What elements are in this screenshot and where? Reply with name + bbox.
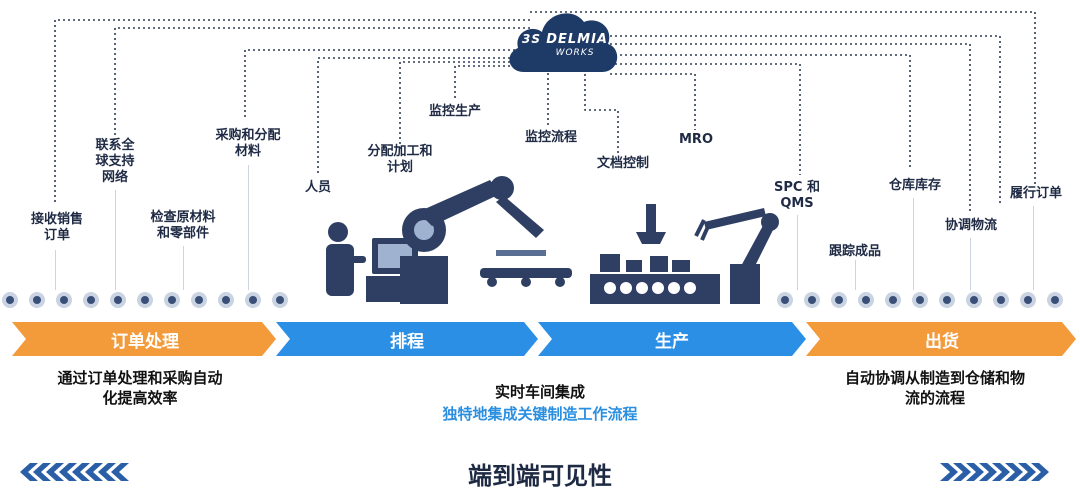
chevrons-left-icon	[20, 463, 129, 481]
cloud-brand: 3S DELMIA	[522, 32, 608, 47]
stage-production: 生产	[655, 331, 689, 352]
label-monitor-process: 监控流程	[524, 130, 577, 145]
label-fulfill-order: 履行订单	[1009, 186, 1062, 201]
chevrons-right-icon	[940, 463, 1049, 481]
guide-line	[248, 165, 249, 290]
description-left: 通过订单处理和采购自动 化提高效率	[57, 369, 223, 407]
description-center-bottom: 独特地集成关键制造工作流程	[442, 405, 638, 423]
guide-line	[55, 250, 56, 290]
stage-order-processing: 订单处理	[111, 331, 179, 352]
label-people: 人员	[304, 180, 331, 195]
stage-arrows	[12, 322, 1076, 356]
label-doc-control: 文档控制	[596, 156, 649, 171]
label-purchase: 采购和分配 材料	[215, 128, 281, 159]
label-track-goods: 跟踪成品	[828, 244, 881, 259]
cloud-icon	[509, 13, 618, 72]
label-check-materials: 检查原材料 和零部件	[150, 210, 216, 241]
guide-line	[1033, 206, 1034, 290]
stage-shipping: 出货	[925, 331, 959, 352]
dot-rail	[0, 289, 1080, 311]
cloud-sub: WORKS	[555, 48, 595, 58]
guide-line	[855, 260, 856, 290]
label-assign-work: 分配加工和 计划	[367, 144, 433, 175]
guide-line	[970, 238, 971, 290]
guide-line	[115, 190, 116, 290]
label-spc-qms: SPC 和 QMS	[774, 180, 820, 211]
factory-illustration	[326, 176, 779, 304]
guide-line	[797, 215, 798, 290]
description-center-top: 实时车间集成	[494, 383, 585, 401]
label-global-support: 联系全 球支持 网络	[95, 138, 135, 185]
stage-scheduling: 排程	[390, 331, 424, 352]
label-receive-order: 接收销售 订单	[30, 212, 83, 243]
label-monitor-production: 监控生产	[428, 104, 481, 119]
label-logistics: 协调物流	[944, 218, 997, 233]
guide-line	[913, 198, 914, 290]
connection-lines	[54, 11, 1036, 212]
label-mro: MRO	[679, 132, 713, 147]
guide-line	[183, 246, 184, 290]
label-warehouse: 仓库库存	[888, 178, 941, 193]
description-right: 自动协调从制造到仓储和物 流的流程	[844, 369, 1025, 407]
footer-title: 端到端可见性	[468, 462, 612, 490]
